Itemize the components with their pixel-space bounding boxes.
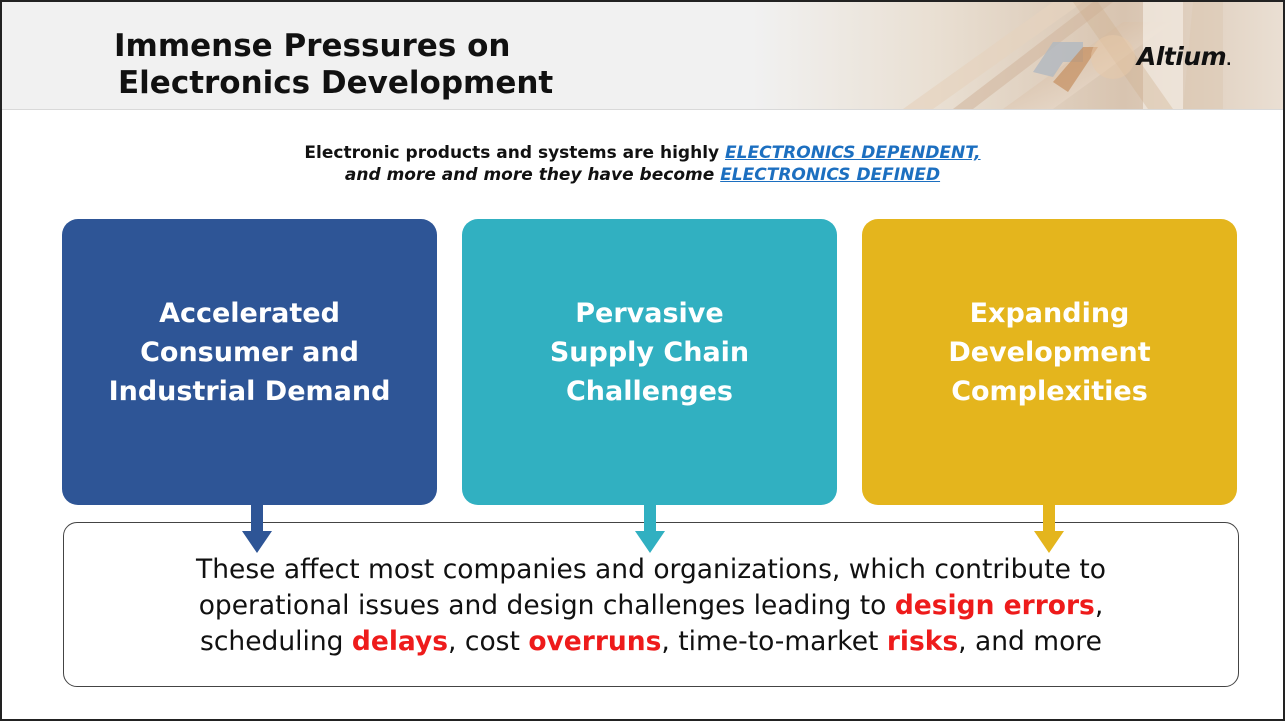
summary-text: These affect most companies and organiza… — [196, 550, 1106, 660]
pressure-box-label: Accelerated Consumer and Industrial Dema… — [109, 294, 391, 411]
summary-text-fragment: scheduling — [200, 625, 352, 657]
header-decorative-art — [753, 2, 1283, 109]
summary-line-2: operational issues and design challenges… — [196, 588, 1106, 624]
highlight-overruns: overruns — [528, 625, 662, 657]
summary-text-fragment: , — [1094, 589, 1104, 621]
summary-line-1: These affect most companies and organiza… — [196, 553, 1106, 585]
title-line-1: Immense Pressures on — [114, 28, 511, 64]
subtitle-line-2-text: and more and more they have become — [344, 165, 721, 185]
down-arrow-icon — [635, 505, 665, 553]
logo-text: Altium — [1136, 42, 1227, 71]
pressure-box-line: Complexities — [951, 375, 1148, 407]
pressure-box-line: Supply Chain — [549, 336, 750, 368]
highlight-delays: delays — [351, 625, 449, 657]
subtitle-line-1-text: Electronic products and systems are high… — [304, 143, 726, 163]
subtitle: Electronic products and systems are high… — [2, 142, 1283, 186]
pressure-box-line: Accelerated — [159, 297, 340, 329]
pressure-box-complexities: Expanding Development Complexities — [862, 219, 1237, 505]
pressure-box-label: Expanding Development Complexities — [948, 294, 1150, 411]
pressure-box-line: Consumer and — [140, 336, 359, 368]
highlight-risks: risks — [886, 625, 959, 657]
subtitle-emphasis-dependent: ELECTRONICS DEPENDENT, — [725, 143, 981, 163]
pressure-box-line: Industrial Demand — [108, 375, 391, 407]
summary-line-3: scheduling delays, cost overruns, time-t… — [196, 624, 1106, 660]
altium-logo: Altium. — [1136, 42, 1232, 71]
down-arrow-icon — [1034, 505, 1064, 553]
summary-text-fragment: , cost — [448, 625, 529, 657]
summary-text-fragment: , and more — [958, 625, 1102, 657]
pressure-box-line: Challenges — [565, 375, 733, 407]
highlight-design-errors: design errors — [894, 589, 1095, 621]
subtitle-line-1: Electronic products and systems are high… — [2, 142, 1283, 164]
logo-dot: . — [1226, 53, 1231, 69]
down-arrow-icon — [242, 505, 272, 553]
header-divider — [2, 109, 1283, 110]
title-line-2: Electronics Development — [118, 65, 554, 101]
pressure-box-supply-chain: Pervasive Supply Chain Challenges — [462, 219, 837, 505]
pressure-box-line: Pervasive — [575, 297, 724, 329]
subtitle-emphasis-defined: ELECTRONICS DEFINED — [720, 165, 941, 185]
pressure-box-line: Development — [948, 336, 1151, 368]
page-title: Immense Pressures on Electronics Develop… — [114, 28, 674, 102]
summary-text-fragment: operational issues and design challenges… — [198, 589, 895, 621]
header-band — [2, 2, 1283, 109]
subtitle-line-2: and more and more they have become ELECT… — [2, 164, 1283, 186]
summary-text-fragment: , time-to-market — [661, 625, 887, 657]
pressure-box-label: Pervasive Supply Chain Challenges — [550, 294, 749, 411]
pressure-box-demand: Accelerated Consumer and Industrial Dema… — [62, 219, 437, 505]
pressure-box-line: Expanding — [969, 297, 1130, 329]
